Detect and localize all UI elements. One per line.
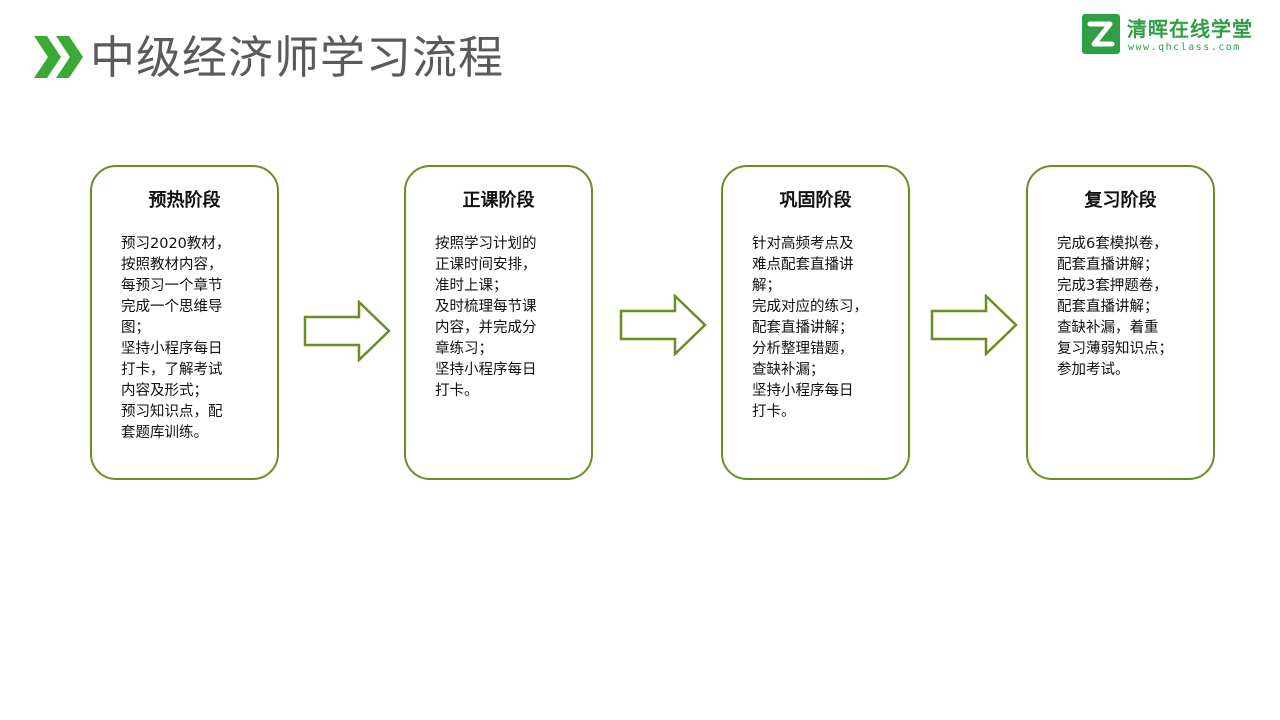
stage-description-line: 及时梳理每节课 [435,299,537,315]
stage-description-line: 完成3套押题卷， [1057,278,1168,294]
stage-description-line: 按照学习计划的 [435,236,537,252]
stage-description: 预习2020教材， 按照教材内容， 每预习一个章节完成一个思维导图； 坚持小程序每日打… [121,234,263,444]
flow-arrow-icon [619,294,707,356]
stage-description-line: 完成一个思维导 [121,299,223,315]
stage-description-line: 内容，并完成分 [435,320,537,336]
stage-description-line: 完成6套模拟卷， [1057,236,1168,252]
stage-description-line: 配套直播讲解； [1057,257,1159,273]
logo-name: 清晖在线学堂 [1127,17,1253,41]
stage-description-line: 分析整理错题， [752,341,854,357]
flow-arrow-icon [303,300,391,362]
stage-description-line: 预习知识点，配 [121,404,223,420]
stage-description-line: 每预习一个章节 [121,278,223,294]
stage-title: 复习阶段 [1084,190,1157,211]
stage-description: 按照学习计划的正课时间安排， 准时上课； 及时梳理每节课内容，并完成分章练习； 坚持小… [435,234,577,402]
stage-title: 巩固阶段 [779,190,852,211]
stage-description-line: 套题库训练。 [121,425,208,441]
stage-title: 正课阶段 [462,190,535,211]
title-chevron-icon [34,36,83,78]
stage-description-line: 预习2020教材， [121,236,231,252]
stage-description-line: 完成对应的练习， [752,299,868,315]
page-title: 中级经济师学习流程 [90,31,505,84]
stage-description-line: 坚持小程序每日 [752,383,854,399]
stage-description-line: 解； [752,278,781,294]
stage-review: 复习阶段 完成6套模拟卷， 配套直播讲解； 完成3套押题卷， 配套直播讲解； 查缺补漏，… [1026,165,1215,480]
stage-description-line: 正课时间安排， [435,257,537,273]
stage-description-line: 章练习； [435,341,493,357]
stage-description-line: 打卡，了解考试 [121,362,223,378]
stage-warmup: 预热阶段 预习2020教材， 按照教材内容， 每预习一个章节完成一个思维导图； 坚持小… [90,165,279,480]
stage-description-line: 打卡。 [752,404,796,420]
stage-description-line: 复习薄弱知识点； [1057,341,1173,357]
stage-description-line: 难点配套直播讲 [752,257,854,273]
brand-logo: 清晖在线学堂 www.qhclass.com [1082,14,1272,58]
stage-description-line: 内容及形式； [121,383,208,399]
stage-description: 完成6套模拟卷， 配套直播讲解； 完成3套押题卷， 配套直播讲解； 查缺补漏，着重复习薄… [1057,234,1199,381]
stage-description-line: 参加考试。 [1057,362,1130,378]
stage-consolidation: 巩固阶段 针对高频考点及难点配套直播讲解； 完成对应的练习， 配套直播讲解； 分析整理… [721,165,910,480]
stage-main-course: 正课阶段 按照学习计划的正课时间安排， 准时上课； 及时梳理每节课内容，并完成分章练… [404,165,593,480]
stage-description-line: 准时上课； [435,278,508,294]
stage-description-line: 按照教材内容， [121,257,223,273]
stage-description-line: 针对高频考点及 [752,236,854,252]
logo-mark-icon [1082,14,1120,54]
stage-description-line: 打卡。 [435,383,479,399]
stage-title: 预热阶段 [148,190,221,211]
flow-arrow-icon [930,294,1018,356]
stage-description-line: 坚持小程序每日 [435,362,537,378]
stage-description: 针对高频考点及难点配套直播讲解； 完成对应的练习， 配套直播讲解； 分析整理错题， 查缺… [752,234,894,423]
logo-url: www.qhclass.com [1128,42,1241,53]
stage-description-line: 坚持小程序每日 [121,341,223,357]
stage-description-line: 查缺补漏； [752,362,825,378]
stage-description-line: 配套直播讲解； [1057,299,1159,315]
stage-description-line: 图； [121,320,150,336]
stage-description-line: 查缺补漏，着重 [1057,320,1159,336]
stage-description-line: 配套直播讲解； [752,320,854,336]
